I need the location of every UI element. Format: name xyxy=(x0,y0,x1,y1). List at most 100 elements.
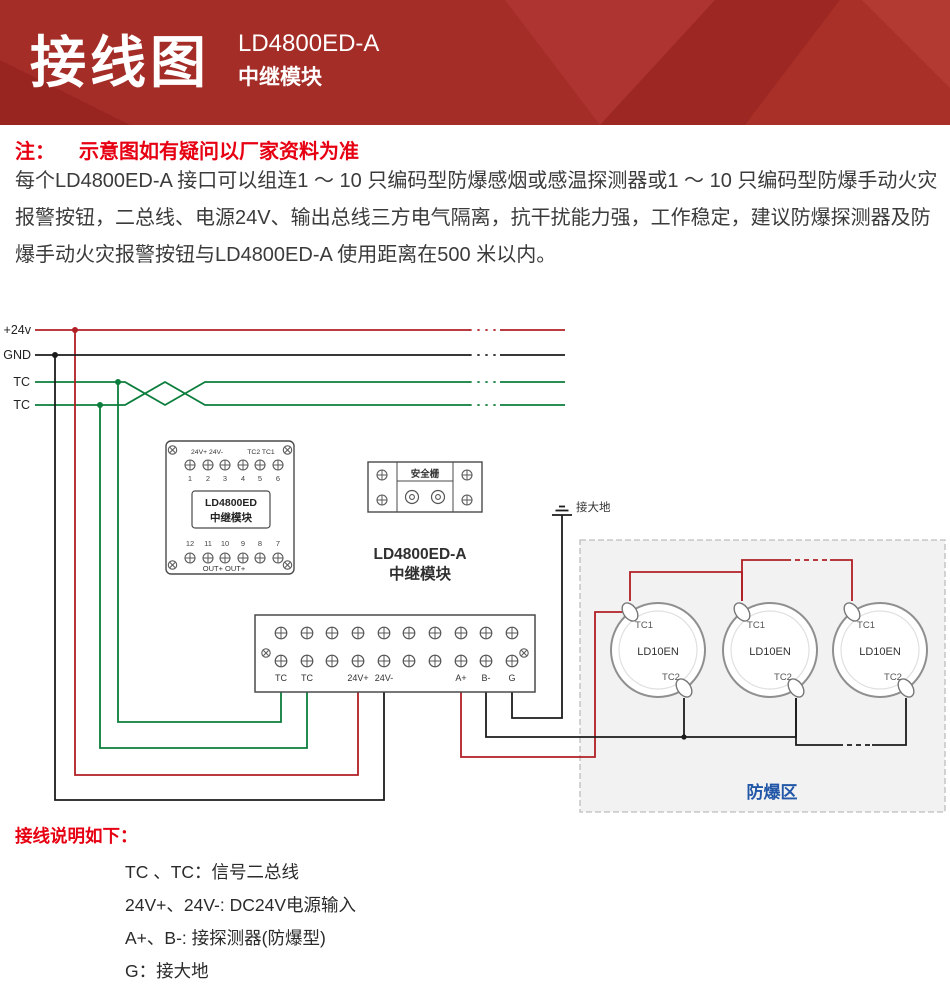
module-label-line2: 中继模块 xyxy=(389,564,452,583)
screw-icon xyxy=(479,626,493,640)
wire-ground xyxy=(511,515,563,719)
junction-dot xyxy=(52,352,58,358)
screw-icon xyxy=(272,459,284,471)
screw-icon xyxy=(505,626,519,640)
screw-icon xyxy=(167,560,178,570)
legend-item: A+、B-: 接探测器(防爆型) xyxy=(125,928,326,948)
module-top-view: 24V+ 24V- TC2 TC1 1 2 3 4 5 6 LD4800ED 中… xyxy=(165,440,295,575)
wire-tc2-to-strip xyxy=(99,405,308,749)
safety-barrier-label: 安全栅 xyxy=(411,468,440,480)
screw-icon xyxy=(454,654,468,668)
bus-label-gnd: GND xyxy=(3,348,31,362)
note-text: 示意图如有疑问以厂家资料为准 xyxy=(79,141,359,163)
terminal-strip-labels: TC TC 24V+ 24V- A+ B- G xyxy=(275,673,516,683)
banner-pattern xyxy=(0,0,950,125)
detector: TC1 LD10EN TC2 xyxy=(722,602,818,698)
header-banner: 接线图 LD4800ED-A 中继模块 xyxy=(0,0,950,125)
junction-dot xyxy=(681,734,687,740)
detector-body xyxy=(610,602,706,698)
detector-terminal-tc2 xyxy=(897,678,915,698)
terminal-number: 12 xyxy=(186,539,194,548)
module-name-box xyxy=(191,490,271,529)
module-top-numbers: 1 2 3 4 5 6 xyxy=(188,474,280,483)
terminal-label-g: G xyxy=(508,673,515,683)
terminal-number: 4 xyxy=(241,474,245,483)
screw-icon xyxy=(167,445,178,455)
terminal-number: 6 xyxy=(276,474,280,483)
terminal-number: 5 xyxy=(258,474,262,483)
screw-icon xyxy=(325,626,339,640)
screw-icon xyxy=(237,459,249,471)
screw-icon xyxy=(428,626,442,640)
wire-24v-to-strip xyxy=(74,330,359,776)
screw-icon xyxy=(300,654,314,668)
wire-tc1-to-strip xyxy=(117,382,282,723)
zone-label: 防爆区 xyxy=(747,782,798,802)
bus-labels: +24v GND TC TC xyxy=(3,323,32,412)
module-top-label-left: 24V+ 24V- xyxy=(191,449,223,456)
module-name-line2: 中继模块 xyxy=(210,511,252,524)
red-junction-dots xyxy=(72,327,78,333)
screw-icon xyxy=(479,654,493,668)
screw-icon xyxy=(351,654,365,668)
terminal-label-24v-minus: 24V- xyxy=(375,673,394,683)
terminal-strip-outline xyxy=(254,614,536,693)
screw-icon xyxy=(184,459,196,471)
description-paragraph: 每个LD4800ED-A 接口可以组连1 ～ 10 只编码型防爆感烟或感温探测器… xyxy=(15,170,938,266)
module-bottom-numbers: 12 11 10 9 8 7 xyxy=(186,539,280,548)
terminal-label-b-minus: B- xyxy=(482,673,491,683)
page-title: 接线图 xyxy=(30,31,210,94)
wire-tc1-jumper-2-3a xyxy=(741,559,786,601)
screw-icon xyxy=(202,459,214,471)
green-wires xyxy=(35,380,565,749)
black-junction-dots xyxy=(52,352,687,740)
screw-icon xyxy=(219,552,231,564)
legend-item: TC 、TC：信号二总线 xyxy=(125,862,300,882)
banner-facet xyxy=(0,60,130,125)
model-name: LD4800ED-A xyxy=(238,30,380,57)
wire-tc2-jumper-2-3a xyxy=(795,698,838,746)
banner-facet xyxy=(505,0,715,125)
detector-tc2-label: TC2 xyxy=(774,672,792,683)
screw-icon xyxy=(377,626,391,640)
terminal-number: 11 xyxy=(204,539,212,548)
detector-terminal-tc2 xyxy=(787,678,805,698)
screw-icon xyxy=(505,654,519,668)
test-terminal-icon xyxy=(435,494,441,500)
terminal-number: 8 xyxy=(258,539,262,548)
bus-label-tc1: TC xyxy=(13,375,30,389)
terminal-number: 9 xyxy=(241,539,245,548)
wire-tc1-jumper-2-3b xyxy=(830,559,853,601)
terminal-label-tc2: TC xyxy=(301,673,313,683)
screw-icon xyxy=(274,626,288,640)
screw-icon xyxy=(300,626,314,640)
module-top-label-right: TC2 TC1 xyxy=(247,449,275,456)
banner-facet xyxy=(862,0,950,88)
detector-name: LD10EN xyxy=(859,646,901,658)
wiring-diagram: 防爆区 xyxy=(3,323,946,813)
bus-label-tc2: TC xyxy=(13,398,30,412)
bus-line-tc2 xyxy=(35,380,470,406)
terminal-label-24v-plus: 24V+ xyxy=(347,673,368,683)
detector-tc2-label: TC2 xyxy=(662,672,680,683)
test-terminal-icon xyxy=(409,494,415,500)
screw-icon xyxy=(461,469,473,481)
screw-icon xyxy=(237,552,249,564)
bus-label-24v: +24v xyxy=(4,323,32,337)
detector-tc2-label: TC2 xyxy=(884,672,902,683)
detector-inner-ring xyxy=(840,610,920,690)
terminal-number: 1 xyxy=(188,474,192,483)
screw-icon xyxy=(519,648,529,658)
detector: TC1 LD10EN TC2 xyxy=(832,602,928,698)
terminal-strip: TC TC 24V+ 24V- A+ B- G xyxy=(254,614,536,693)
module-label-line1: LD4800ED-A xyxy=(373,546,466,563)
terminal-label-a-plus: A+ xyxy=(455,673,466,683)
terminal-number: 3 xyxy=(223,474,227,483)
detector-tc1-label: TC1 xyxy=(747,620,765,631)
note-label: 注： xyxy=(15,141,55,163)
screw-icon xyxy=(461,494,473,506)
legend: 接线说明如下： TC 、TC：信号二总线 24V+、24V-: DC24V电源输… xyxy=(15,823,775,988)
detector-name: LD10EN xyxy=(637,646,679,658)
ground-label: 接大地 xyxy=(576,500,611,514)
screw-icon xyxy=(272,552,284,564)
